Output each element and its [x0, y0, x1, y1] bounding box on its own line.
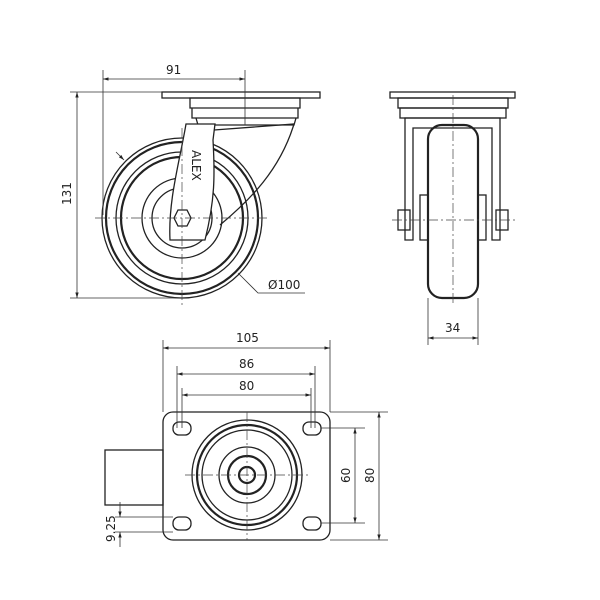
dim-80-holes: 80 [239, 379, 254, 393]
dim-diameter-100: Ø100 [268, 278, 300, 292]
dim-105: 105 [236, 331, 259, 345]
mounting-holes [172, 421, 322, 531]
front-view: 34 [389, 91, 516, 345]
side-view: ALEX 91 131 Ø100 [60, 63, 321, 305]
logo-text: ALEX [189, 150, 203, 181]
dim-60: 60 [339, 468, 353, 483]
dim-91: 91 [166, 63, 181, 77]
dim-9-25: 9.25 [104, 515, 118, 542]
dim-86: 86 [239, 357, 254, 371]
dim-34: 34 [445, 321, 460, 335]
bottom-view: 105 86 80 60 80 9.25 [104, 331, 388, 547]
dim-80-plate: 80 [363, 468, 377, 483]
dim-131: 131 [60, 182, 74, 205]
